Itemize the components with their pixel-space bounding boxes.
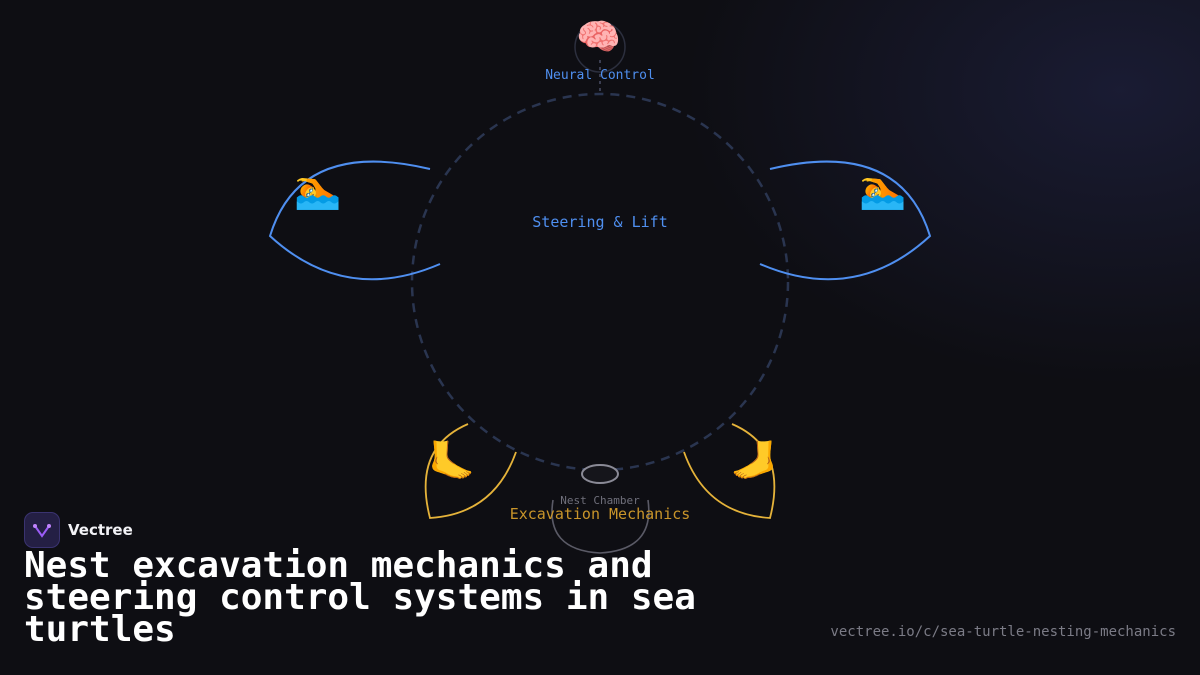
left-rear-flipper (424, 423, 517, 519)
neural-control-label: Neural Control (545, 68, 655, 83)
page-title: Nest excavation mechanics and steering c… (24, 545, 696, 650)
nest-chamber-outline (551, 499, 650, 554)
swimmer-icon: 🏊 (859, 167, 907, 211)
brain-icon: 🧠 (576, 17, 621, 58)
brand-name: Vectree (68, 521, 133, 539)
foot-icon: 🦶 (428, 439, 476, 483)
vectree-logo-icon (24, 512, 60, 548)
nest-hole-icon (581, 464, 619, 484)
brain-node-ring (574, 21, 626, 73)
nest-chamber-label: Nest Chamber (560, 494, 640, 507)
brand: Vectree (24, 512, 133, 548)
right-front-flipper (759, 160, 932, 281)
swimmer-icon: 🏊 (294, 167, 342, 211)
guide-circle (410, 92, 790, 472)
right-rear-flipper (683, 423, 776, 519)
steering-lift-label: Steering & Lift (532, 213, 668, 231)
excavation-mechanics-label: Excavation Mechanics (509, 505, 691, 523)
source-url: vectree.io/c/sea-turtle-nesting-mechanic… (830, 624, 1176, 640)
foot-icon: 🦶 (730, 439, 778, 483)
left-front-flipper (268, 160, 441, 281)
